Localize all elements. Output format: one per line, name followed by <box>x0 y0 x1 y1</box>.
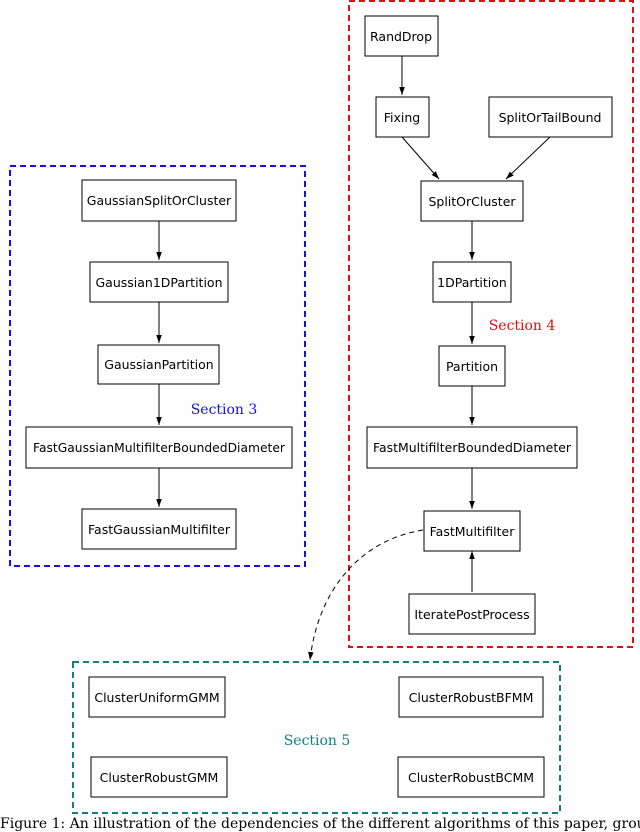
node-gaussian-1d-partition: Gaussian1DPartition <box>89 261 229 303</box>
node-rand-drop: RandDrop <box>364 15 439 57</box>
node-label: ClusterRobustBCMM <box>408 770 534 785</box>
node-label: 1DPartition <box>437 275 507 290</box>
node-1d-partition: 1DPartition <box>432 261 512 303</box>
section-3-boundary <box>9 165 306 567</box>
node-split-or-tail-bound: SplitOrTailBound <box>488 96 613 138</box>
node-label: ClusterUniformGMM <box>94 690 219 705</box>
node-cluster-robust-bfmm: ClusterRobustBFMM <box>398 676 544 718</box>
node-cluster-robust-bcmm: ClusterRobustBCMM <box>397 756 545 798</box>
node-fast-multifilter-bounded-diameter: FastMultifilterBoundedDiameter <box>366 426 578 469</box>
node-fixing: Fixing <box>375 96 430 138</box>
section-5-label: Section 5 <box>284 733 351 749</box>
section-4-boundary <box>348 0 634 648</box>
node-label: FastGaussianMultifilter <box>88 522 231 537</box>
node-iterate-post-process: IteratePostProcess <box>408 593 536 635</box>
node-label: Fixing <box>384 110 420 125</box>
node-cluster-robust-gmm: ClusterRobustGMM <box>90 756 228 798</box>
node-label: GaussianSplitOrCluster <box>87 193 232 208</box>
node-fast-multifilter: FastMultifilter <box>423 510 521 552</box>
node-fast-gaussian-multifilter-bounded-diameter: FastGaussianMultifilterBoundedDiameter <box>25 426 293 469</box>
node-gaussian-split-or-cluster: GaussianSplitOrCluster <box>81 179 237 222</box>
section-3-label: Section 3 <box>191 402 258 418</box>
node-label: IteratePostProcess <box>414 607 529 622</box>
section-4-label: Section 4 <box>489 318 556 334</box>
edge-sotb-to-soc <box>505 136 551 180</box>
node-cluster-uniform-gmm: ClusterUniformGMM <box>88 676 226 718</box>
section-5-boundary <box>72 661 561 814</box>
node-label: FastMultifilter <box>430 524 516 539</box>
node-label: FastGaussianMultifilterBoundedDiameter <box>33 440 286 455</box>
node-fast-gaussian-multifilter: FastGaussianMultifilter <box>81 508 237 550</box>
node-label: ClusterRobustGMM <box>100 770 219 785</box>
figure-caption: Figure 1: An illustration of the depende… <box>0 816 640 832</box>
edge-fm-to-section5 <box>308 529 424 661</box>
node-label: RandDrop <box>370 29 432 44</box>
node-partition: Partition <box>438 345 506 387</box>
node-label: Partition <box>446 359 498 374</box>
edge-fixing-to-soc <box>401 136 440 180</box>
node-label: SplitOrTailBound <box>499 110 602 125</box>
node-label: GaussianPartition <box>104 357 213 372</box>
node-gaussian-partition: GaussianPartition <box>97 344 220 385</box>
node-label: SplitOrCluster <box>428 194 516 209</box>
node-label: FastMultifilterBoundedDiameter <box>373 440 572 455</box>
node-label: ClusterRobustBFMM <box>409 690 534 705</box>
node-label: Gaussian1DPartition <box>95 275 222 290</box>
node-split-or-cluster: SplitOrCluster <box>420 180 524 222</box>
